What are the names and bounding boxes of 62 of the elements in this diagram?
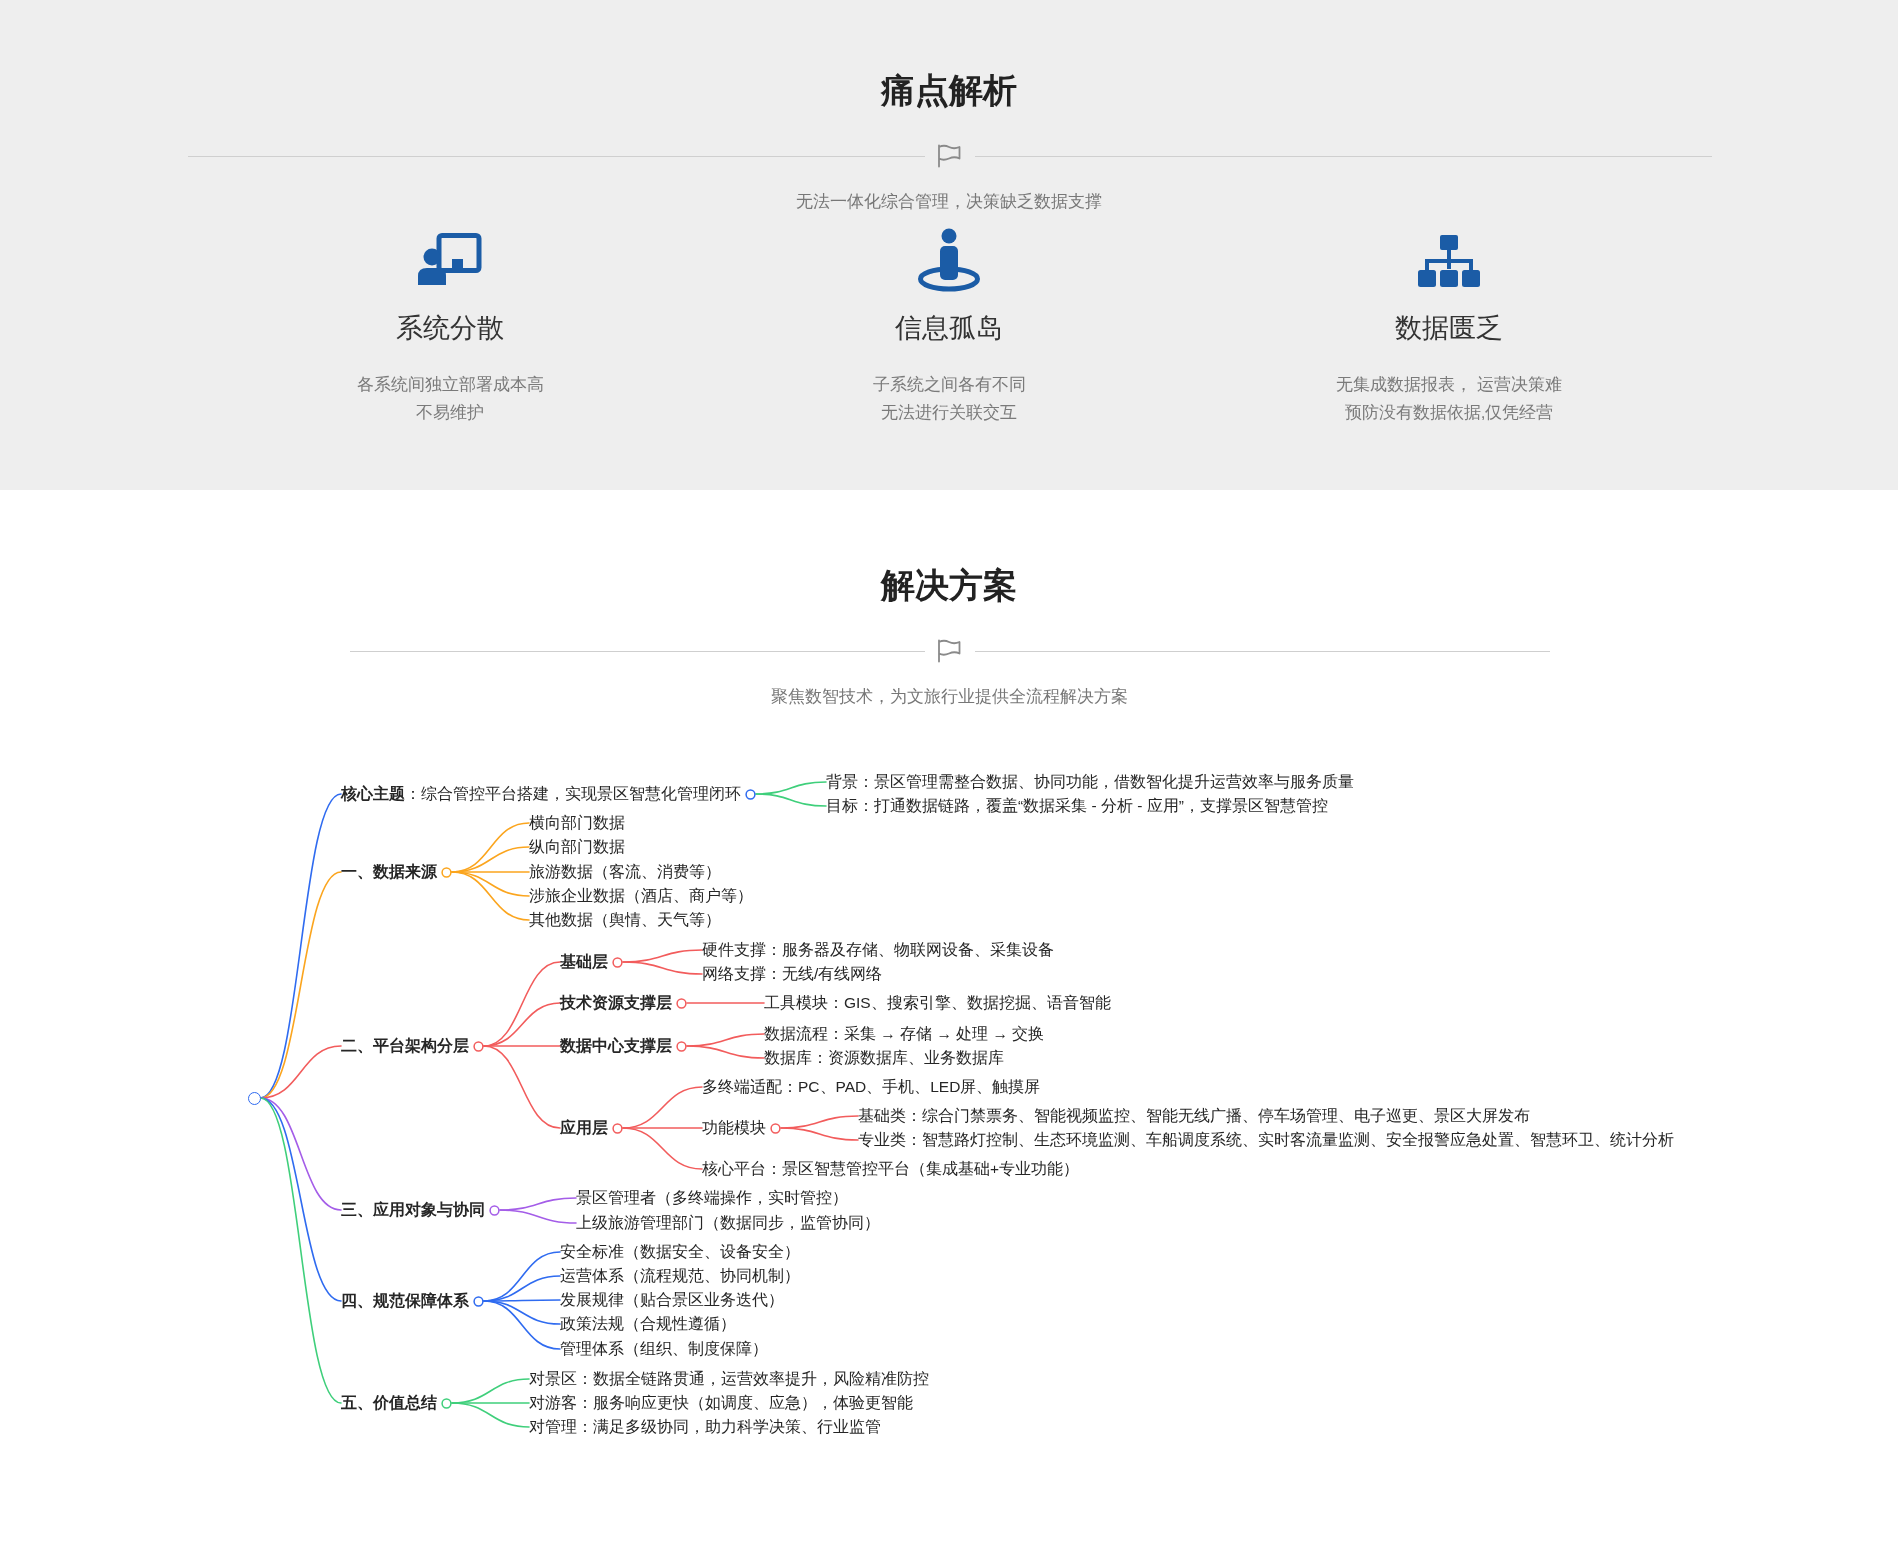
branch-line — [483, 1045, 561, 1129]
branch-line — [483, 1045, 561, 1047]
topic-label: 其他数据（舆情、天气等） — [529, 910, 721, 930]
branch-line — [499, 1209, 577, 1224]
topic-label: 目标：打通数据链路，覆盖“数据采集 - 分析 - 应用”，支撑景区智慧管控 — [826, 796, 1328, 816]
topic-label: 基础类：综合门禁票务、智能视频监控、智能无线广播、停车场管理、电子巡更、景区大屏发布 — [858, 1106, 1530, 1126]
topic-label: 数据流程：采集 → 存储 → 处理 → 交换 — [764, 1024, 1045, 1044]
branch-line — [780, 1127, 859, 1141]
branch-line — [451, 871, 530, 921]
branch-line — [483, 1300, 561, 1350]
topic-label: 对管理：满足多级协同，助力科学决策、行业监管 — [529, 1417, 881, 1437]
topic-label: 涉旅企业数据（酒店、商户等） — [529, 886, 753, 906]
topic-label: 景区管理者（多终端操作，实时管控） — [576, 1188, 848, 1208]
branch-line — [259, 1097, 342, 1302]
branch-line — [622, 1127, 703, 1170]
topic-label: 网络支撑：无线/有线网络 — [702, 964, 883, 984]
topic-label: 旅游数据（客流、消费等） — [529, 862, 721, 882]
root-circle — [247, 1091, 261, 1105]
topic-label: 核心主题：综合管控平台搭建，实现景区智慧化管理闭环 — [341, 784, 741, 804]
card-description: 各系统间独立部署成本高不易维护 — [355, 374, 545, 424]
topic-label: 背景：景区管理需整合数据、协同功能，借数智化提升运营效率与服务质量 — [826, 772, 1354, 792]
card-title: 数据匮乏 — [1395, 312, 1503, 345]
topic-label: 运营体系（流程规范、协同机制） — [560, 1266, 800, 1286]
branch-line — [686, 1002, 765, 1004]
branch-heading: 五、价值总结 — [341, 1393, 437, 1413]
topic-label: 发展规律（贴合景区业务迭代） — [560, 1290, 784, 1310]
section-title: 解决方案 — [881, 565, 1017, 606]
card-title: 信息孤岛 — [895, 312, 1003, 345]
topic-label: 多终端适配：PC、PAD、手机、LED屏、触摸屏 — [702, 1077, 1041, 1097]
branch-heading: 技术资源支撑层 — [560, 993, 672, 1013]
topic-label: 功能模块 — [702, 1118, 766, 1138]
topic-label: 硬件支撑：服务器及存储、物联网设备、采集设备 — [702, 940, 1054, 960]
topic-label: 对游客：服务响应更快（如调度、应急），体验更智能 — [529, 1393, 913, 1413]
branch-heading: 三、应用对象与协同 — [341, 1200, 485, 1220]
card-description: 子系统之间各有不同无法进行关联交互 — [871, 374, 1027, 424]
branch-heading: 一、数据来源 — [341, 862, 437, 882]
topic-label: 纵向部门数据 — [529, 837, 625, 857]
branch-heading: 基础层 — [560, 952, 608, 972]
topic-label: 政策法规（合规性遵循） — [560, 1314, 736, 1334]
section-title: 痛点解析 — [881, 70, 1017, 111]
card-title: 系统分散 — [396, 312, 504, 345]
topic-label: 横向部门数据 — [529, 813, 625, 833]
topic-label: 对景区：数据全链路贯通，运营效率提升，风险精准防控 — [529, 1369, 929, 1389]
section-subtitle: 聚焦数智技术，为文旅行业提供全流程解决方案 — [770, 685, 1128, 708]
branch-line — [686, 1045, 765, 1059]
branch-heading: 应用层 — [560, 1118, 608, 1138]
topic-label: 上级旅游管理部门（数据同步，监管协同） — [576, 1213, 880, 1233]
topic-label: 核心平台：景区智慧管控平台（集成基础+专业功能） — [702, 1159, 1080, 1179]
branch-heading: 四、规范保障体系 — [341, 1291, 469, 1311]
branch-line — [259, 1097, 342, 1404]
topic-label: 管理体系（组织、制度保障） — [560, 1339, 768, 1359]
section-subtitle: 无法一体化综合管理，决策缺乏数据支撑 — [796, 190, 1102, 213]
card-description: 无集成数据报表， 运营决策难预防没有数据依据,仅凭经营 — [1335, 374, 1563, 424]
topic-label: 安全标准（数据安全、设备安全） — [560, 1242, 800, 1262]
branch-line — [622, 961, 703, 975]
topic-label: 数据库：资源数据库、业务数据库 — [764, 1048, 1004, 1068]
branch-heading: 数据中心支撑层 — [560, 1036, 672, 1056]
branch-heading: 二、平台架构分层 — [341, 1036, 469, 1056]
branch-line — [755, 793, 827, 807]
branch-line — [451, 1402, 530, 1428]
topic-label: 工具模块：GIS、搜索引擎、数据挖掘、语音智能 — [764, 993, 1111, 1013]
topic-label: 专业类：智慧路灯控制、生态环境监测、车船调度系统、实时客流量监测、安全报警应急处置、智慧环卫、统计分析 — [858, 1130, 1674, 1150]
